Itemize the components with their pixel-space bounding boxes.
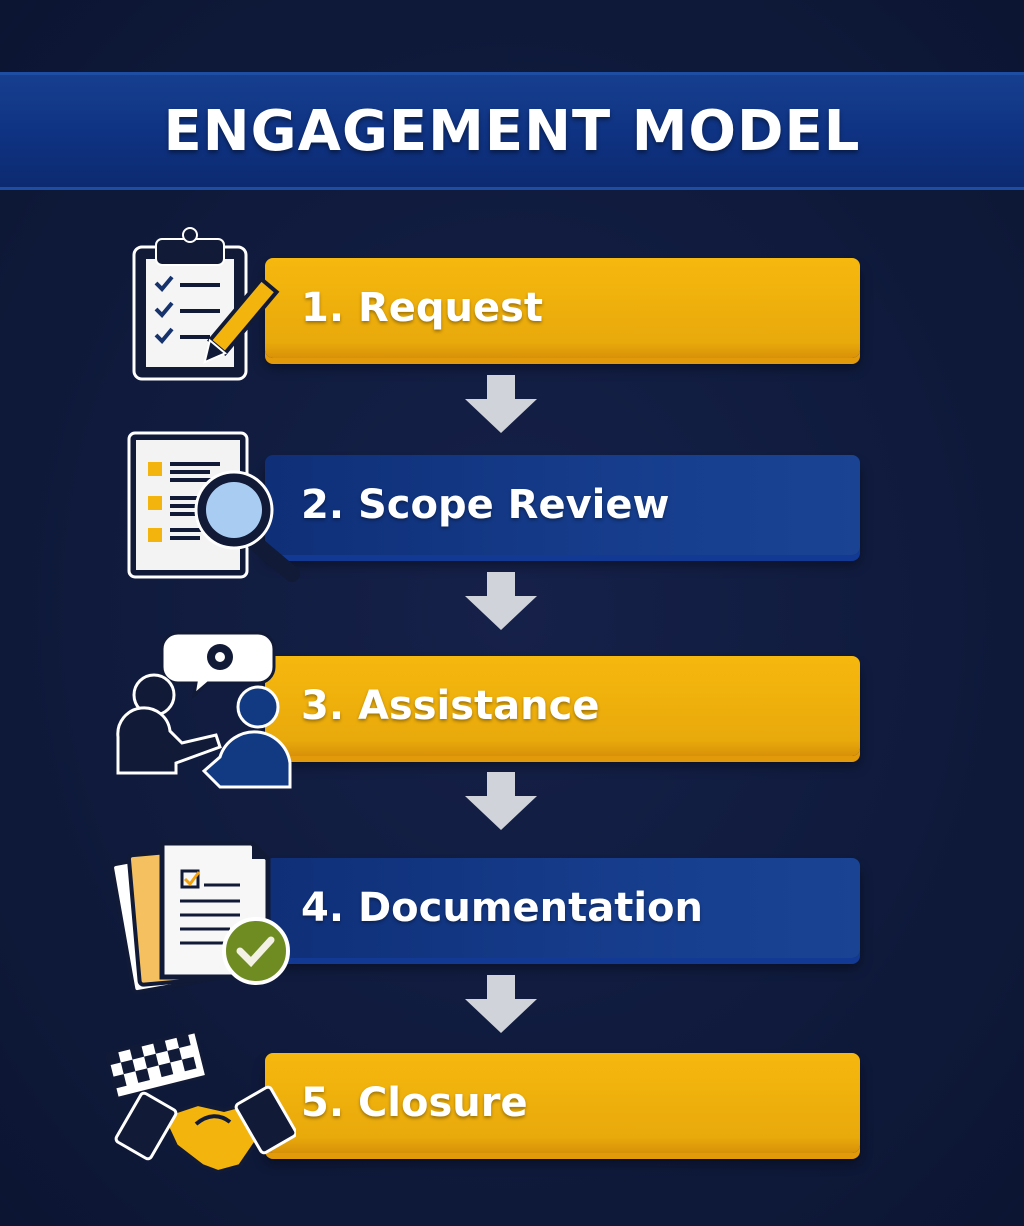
step-label: 2. Scope Review	[301, 482, 670, 528]
clipboard-pencil-icon	[132, 227, 280, 381]
step-request: 1. Request	[265, 258, 860, 358]
arrow-down-icon	[465, 772, 537, 830]
title-banner: ENGAGEMENT MODEL	[0, 72, 1024, 190]
arrow-down-icon	[465, 572, 537, 630]
arrow-down-icon	[465, 975, 537, 1033]
page-title: ENGAGEMENT MODEL	[163, 98, 861, 164]
handshake-flag-icon	[106, 1029, 296, 1175]
documents-check-icon	[112, 840, 290, 995]
step-documentation: 4. Documentation	[265, 858, 860, 958]
step-label: 5. Closure	[301, 1080, 528, 1126]
step-label: 1. Request	[301, 285, 544, 331]
step-label: 4. Documentation	[301, 885, 704, 931]
step-assistance: 3. Assistance	[265, 656, 860, 756]
document-magnifier-icon	[127, 431, 300, 582]
step-closure: 5. Closure	[265, 1053, 860, 1153]
arrow-down-icon	[465, 375, 537, 433]
people-support-icon	[116, 631, 292, 789]
step-scope-review: 2. Scope Review	[265, 455, 860, 555]
step-label: 3. Assistance	[301, 683, 600, 729]
